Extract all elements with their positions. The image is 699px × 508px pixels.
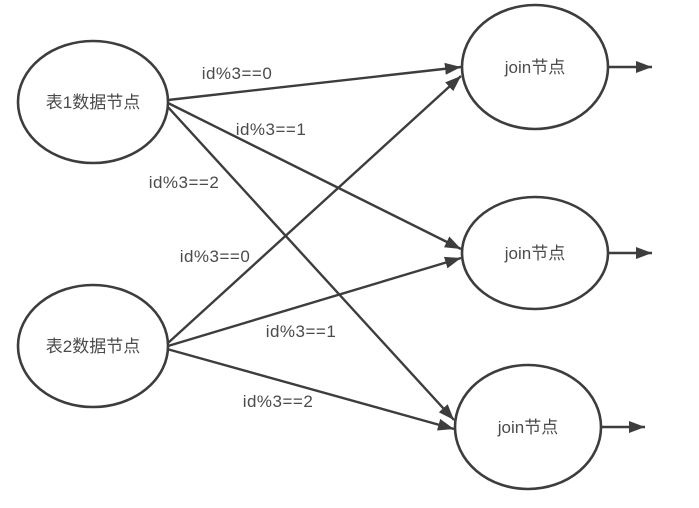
edge-table2-node-to-join2-node: id%3==1 [167,256,462,348]
edge-line [167,101,462,251]
edge-line [166,105,455,421]
node-label: 表2数据节点 [46,337,140,356]
edge-table2-node-to-join1-node: id%3==0 [167,75,462,344]
node-label: join节点 [504,244,565,263]
node-shape [460,195,610,311]
edge-table1-node-to-join3-node: id%3==2 [149,105,455,421]
edge-label: id%3==0 [202,64,273,83]
node-label: 表1数据节点 [46,93,140,112]
node-shape [16,39,170,165]
node-label: join节点 [497,418,558,437]
table1-node: 表1数据节点 [16,39,170,165]
node-shape [460,3,610,131]
edge-line [167,62,462,102]
edge-label: id%3==1 [236,120,307,139]
edge-label: id%3==1 [266,322,337,341]
edge-line [167,256,462,348]
edge-label: id%3==2 [243,392,314,411]
join3-node: join节点 [453,363,645,491]
join1-node: join节点 [460,3,652,131]
edge-table1-node-to-join1-node: id%3==0 [167,62,462,102]
table2-node: 表2数据节点 [16,283,170,409]
edge-label: id%3==2 [149,173,220,192]
edge-line [167,75,462,344]
edge-table1-node-to-join2-node: id%3==1 [167,101,462,251]
node-shape [453,363,603,491]
node-shape [16,283,170,409]
edge-label: id%3==0 [180,247,251,266]
node-label: join节点 [504,58,565,77]
edge-line [166,347,455,431]
join2-node: join节点 [460,195,652,311]
edge-table2-node-to-join3-node: id%3==2 [166,347,455,431]
